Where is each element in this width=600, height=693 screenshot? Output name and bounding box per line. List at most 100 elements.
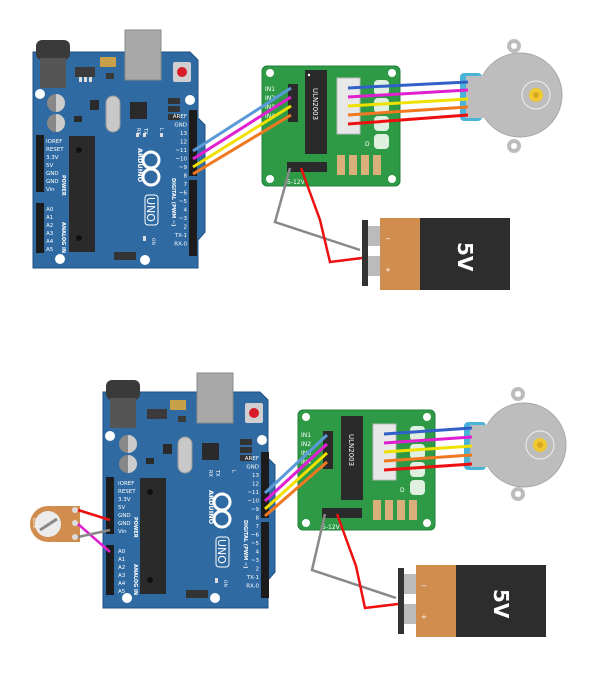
motor-wire-orange — [347, 105, 469, 117]
arduino-infinity-logo-2 — [212, 492, 232, 529]
power-pin-label: 3.3V — [118, 497, 131, 503]
atmega328-chip — [69, 136, 95, 252]
digital-pin-label: ~3 — [179, 216, 188, 222]
power-pin-label: 5V — [46, 163, 53, 169]
analog-pin-label: A1 — [118, 557, 125, 563]
digital-pin-label: RX-0 — [174, 242, 187, 248]
wire-pot-5v — [77, 508, 111, 522]
led-d-label: D — [365, 141, 370, 148]
wires-bottom — [263, 426, 473, 610]
chip-label-2: ULN2003 — [347, 434, 355, 466]
l-label: L — [158, 128, 164, 131]
usb-port — [124, 29, 162, 81]
motor-wire-yellow — [347, 97, 469, 108]
power-pin-label: GND — [118, 521, 131, 527]
digital-pin-label: ~10 — [247, 499, 259, 505]
analog-title-2: ANALOG IN — [132, 564, 138, 595]
digital-pin-label: GND — [174, 123, 187, 129]
power-header — [36, 135, 44, 192]
arduino-brand-label: ARDUINO — [136, 148, 144, 183]
digital-title-2: DIGITAL (PWM ~) — [242, 520, 248, 568]
digital-title: DIGITAL (PWM ~) — [170, 178, 176, 226]
driver-power-label: 5-12V — [287, 179, 306, 186]
analog-pin-label: A1 — [46, 215, 53, 221]
analog-pin-label: A0 — [118, 549, 126, 555]
analog-header — [36, 203, 44, 253]
motor-wire-pink — [347, 88, 469, 99]
analog-title: ANALOG IN — [60, 222, 66, 253]
motor-wire-blue — [347, 80, 469, 90]
pot-knob-indicator[interactable] — [39, 517, 58, 532]
stepper-motor-2 — [464, 387, 567, 501]
power-pin-label: RESET — [46, 147, 64, 153]
diagram-top: RX TX L ARDUINO UNO ON POWER ANALOG IN — [32, 29, 563, 290]
battery-plus-label-2: + — [421, 613, 427, 621]
power-jack — [36, 40, 70, 60]
arduino-uno-board: RX TX L ARDUINO UNO ON POWER ANALOG IN — [32, 29, 206, 269]
arduino-brand-label-2: ARDUINO — [207, 490, 215, 525]
power-pin-label: 3.3V — [46, 155, 59, 161]
wire-pot-a0 — [77, 523, 111, 553]
battery-5v: − + 5V — [362, 218, 510, 290]
digital-pin-label: RX-0 — [246, 584, 259, 590]
digital-header-low — [189, 180, 197, 256]
analog-pin-label: A3 — [46, 231, 54, 237]
uln2003-chip — [305, 70, 327, 154]
uno-model-label-2: UNO — [215, 539, 228, 564]
battery-voltage-label: 5V — [453, 242, 477, 272]
driver-input-label: IN4 — [265, 113, 275, 120]
digital-pin-label: 2 — [256, 567, 260, 573]
analog-pin-label: A2 — [118, 565, 125, 571]
power-title: POWER — [60, 175, 66, 196]
digital-pin-label: ~6 — [251, 533, 260, 539]
digital-pin-label: ~3 — [251, 558, 260, 564]
battery-plus-label: + — [385, 266, 391, 274]
driver-power-label-2: 5-12V — [322, 524, 341, 531]
input-header — [288, 84, 298, 122]
digital-pin-label: ~5 — [251, 541, 260, 547]
power-pin-label: GND — [46, 171, 59, 177]
digital-pin-label: 12 — [180, 140, 187, 146]
battery-minus-label-2: − — [421, 582, 427, 590]
power-pin-label: RESET — [118, 489, 136, 495]
wire-pin12-in1 — [192, 86, 292, 153]
digital-pin-label: 13 — [252, 473, 259, 479]
analog-pin-label: A4 — [46, 239, 54, 245]
chip-label: ULN2003 — [311, 88, 319, 120]
digital-pin-label: AREF — [245, 456, 259, 462]
power-pin-label: Vin — [118, 529, 127, 535]
digital-pin-label: 4 — [256, 550, 260, 556]
power-header-driver — [287, 162, 327, 172]
digital-pin-label: ~10 — [175, 157, 187, 163]
analog-pin-label: A2 — [46, 223, 53, 229]
wire-pot-gnd — [77, 528, 111, 539]
on-label: ON — [150, 238, 156, 245]
power-pin-label: Vin — [46, 187, 55, 193]
digital-pin-label: AREF — [173, 114, 187, 120]
rx-label: RX — [135, 128, 141, 135]
digital-pin-label: GND — [246, 465, 259, 471]
battery-5v-2: − + 5V — [398, 565, 546, 637]
power-pin-label: GND — [46, 179, 59, 185]
digital-pin-label: 8 — [184, 174, 188, 180]
analog-pin-label: A4 — [118, 581, 126, 587]
driver-input-label: IN1 — [301, 432, 311, 439]
analog-pin-label: A0 — [46, 207, 54, 213]
diagram-bottom: RX TX L ARDUINO UNO ON POWER ANALOG IN D… — [102, 372, 276, 609]
wire-vcc — [299, 167, 363, 264]
motor-wire-red — [347, 113, 469, 126]
wire-pin9-in4 — [192, 113, 292, 176]
power-pin-label: IOREF — [46, 139, 62, 145]
arduino-uno-board-2: RX TX L ARDUINO UNO ON POWER ANALOG IN D… — [102, 372, 276, 609]
digital-pin-label: 12 — [252, 482, 259, 488]
battery-minus-label: − — [385, 235, 391, 243]
rx-label-2: RX — [207, 470, 213, 477]
power-title-2: POWER — [132, 517, 138, 538]
driver-input-label: IN2 — [265, 95, 275, 102]
digital-pin-label: 8 — [256, 516, 260, 522]
driver-input-label: IN1 — [265, 86, 275, 93]
digital-pin-label: 7 — [256, 524, 260, 530]
